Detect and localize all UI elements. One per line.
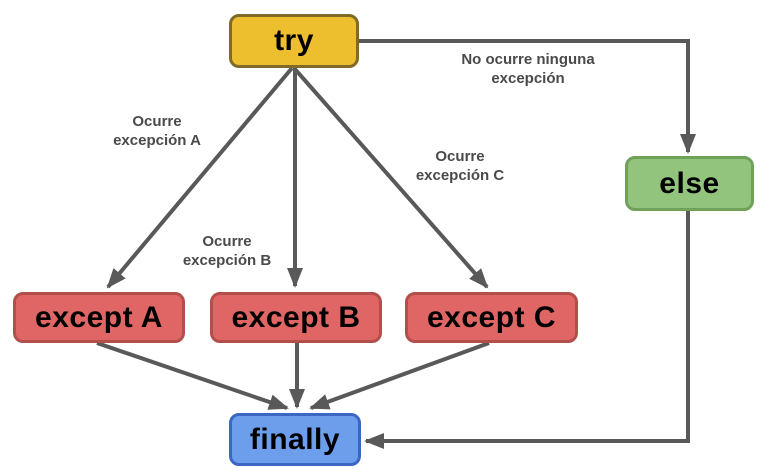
edge-label-no-exception: No ocurre ninguna excepción [461, 51, 595, 87]
node-finally-label: finally [249, 422, 341, 456]
node-except-b: except B [210, 292, 382, 343]
node-finally: finally [229, 413, 361, 466]
node-except-c-label: except C [426, 300, 557, 334]
edge-try-to-except-c [292, 66, 489, 289]
edge-except-c-to-finally [309, 341, 490, 410]
edge-except-a-to-finally [96, 341, 289, 410]
node-try: try [229, 14, 359, 68]
node-except-a-label: except A [35, 300, 163, 334]
edge-try-to-else [358, 39, 696, 154]
edge-label-exception-a: Ocurre excepción A [113, 113, 201, 149]
node-try-label: try [274, 24, 314, 57]
edge-else-to-finally [364, 211, 690, 449]
edge-try-to-except-a [106, 66, 294, 289]
node-except-c: except C [405, 292, 578, 343]
node-except-a: except A [13, 292, 185, 343]
node-else: else [625, 156, 754, 211]
edge-label-exception-c: Ocurre excepción C [415, 148, 505, 184]
node-except-b-label: except B [231, 300, 361, 334]
edge-label-exception-b: Ocurre excepción B [182, 233, 272, 269]
node-else-label: else [659, 166, 720, 200]
